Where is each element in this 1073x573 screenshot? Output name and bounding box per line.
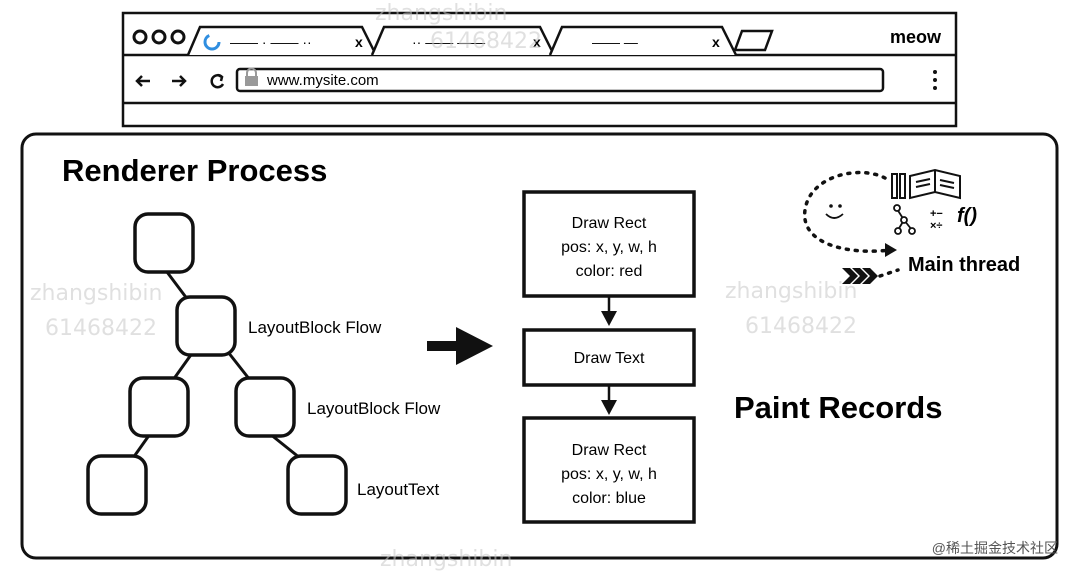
tab-close-icon[interactable]: x — [533, 34, 541, 50]
paint-record — [522, 328, 696, 387]
tree-node — [86, 454, 148, 516]
tree-node-layoutblock-flow — [175, 295, 237, 357]
reload-icon[interactable] — [210, 73, 225, 89]
record-line: Draw Rect — [572, 215, 647, 232]
record-line: color: red — [576, 263, 643, 280]
main-thread-label: Main thread — [908, 254, 1020, 276]
tree-node-root — [133, 212, 195, 274]
loading-spinner-icon — [203, 33, 221, 51]
books-icon — [891, 168, 961, 200]
tree-node-layoutblock-flow — [234, 376, 296, 438]
tree-label: LayoutText — [357, 480, 439, 499]
renderer-title: Renderer Process — [62, 153, 327, 188]
math-symbols-icon: ×÷ — [930, 220, 942, 232]
tab-close-icon[interactable]: x — [712, 34, 720, 50]
thread-loop-icon — [803, 170, 892, 253]
chevrons-icon — [842, 268, 878, 284]
record-line: color: blue — [572, 490, 646, 507]
paint-records-list: Draw Rect pos: x, y, w, h color: red Dra… — [522, 190, 696, 524]
kebab-menu-icon[interactable] — [933, 70, 937, 90]
tab-1[interactable]: —— · —— ·· x — [186, 25, 378, 56]
forward-arrow-icon[interactable] — [172, 75, 187, 87]
main-thread-illustration: +− ×÷ f() Main thread — [803, 168, 1020, 284]
svg-text:61468422: 61468422 — [45, 316, 157, 341]
face-icon — [829, 204, 833, 208]
paint-records-title: Paint Records — [734, 390, 942, 425]
svg-text:zhangshibin: zhangshibin — [725, 279, 857, 304]
down-arrow-icon — [601, 400, 617, 415]
watermarks: zhangshibin 61468422 zhangshibin 6146842… — [30, 1, 857, 572]
tree-node-layouttext — [286, 454, 348, 516]
paint-record — [522, 190, 696, 298]
record-line: pos: x, y, w, h — [561, 466, 657, 483]
tab-title: —— · —— ·· — [230, 34, 312, 50]
new-tab-button[interactable] — [733, 29, 774, 52]
back-arrow-icon[interactable] — [135, 75, 150, 87]
record-line: Draw Text — [574, 350, 645, 367]
window-control-dot[interactable] — [170, 29, 186, 45]
svg-text:zhangshibin: zhangshibin — [30, 281, 162, 306]
browser-window: —— · —— ·· x ·· —— —— x —— — x meow — [121, 11, 958, 128]
window-control-dot[interactable] — [132, 29, 148, 45]
tab-close-icon[interactable]: x — [355, 34, 363, 50]
tab-2[interactable]: ·· —— —— x — [370, 25, 556, 56]
window-control-dot[interactable] — [151, 29, 167, 45]
tree-node — [128, 376, 190, 438]
svg-text:zhangshibin: zhangshibin — [375, 1, 507, 26]
mini-tree-icon — [893, 204, 916, 235]
tab-title: ·· —— —— — [412, 34, 485, 50]
svg-text:zhangshibin: zhangshibin — [380, 547, 512, 572]
paint-record — [522, 416, 696, 524]
brand-label: meow — [890, 27, 942, 47]
url-text: www.mysite.com — [266, 72, 379, 89]
math-symbols-icon: +− — [930, 208, 943, 220]
lock-icon — [245, 67, 258, 86]
record-line: pos: x, y, w, h — [561, 239, 657, 256]
svg-text:61468422: 61468422 — [745, 314, 857, 339]
layout-tree — [86, 212, 348, 516]
tree-label: LayoutBlock Flow — [248, 318, 382, 337]
svg-text:61468422: 61468422 — [430, 29, 542, 54]
address-bar[interactable] — [235, 67, 885, 93]
tab-title: —— — — [592, 34, 638, 50]
tab-3[interactable]: —— — x — [548, 25, 738, 56]
tree-label: LayoutBlock Flow — [307, 399, 441, 418]
down-arrow-icon — [601, 311, 617, 326]
record-line: Draw Rect — [572, 442, 647, 459]
footer-credit: @稀土掘金技术社区 — [932, 540, 1058, 556]
function-icon: f() — [957, 205, 977, 227]
transform-arrow-icon — [427, 327, 493, 365]
